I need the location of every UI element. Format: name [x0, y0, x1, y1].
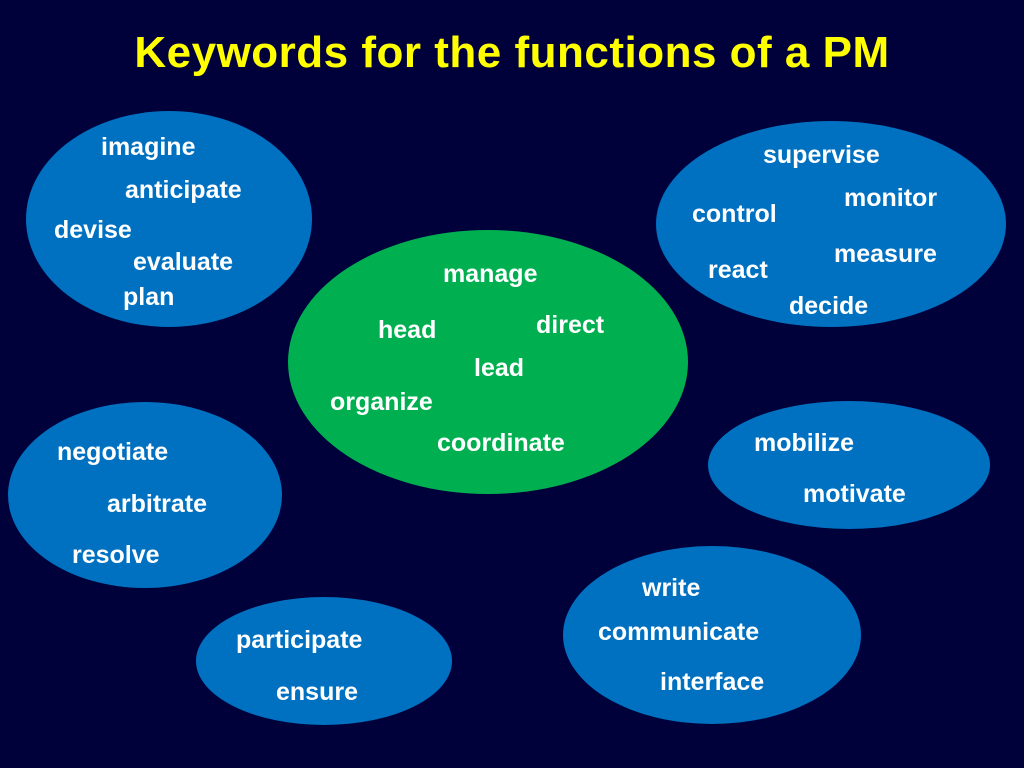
keyword-react: react — [708, 256, 768, 284]
planning-ellipse — [26, 111, 312, 327]
keyword-devise: devise — [54, 216, 132, 244]
keyword-ensure: ensure — [276, 678, 358, 706]
participation-ellipse — [196, 597, 452, 725]
keyword-decide: decide — [789, 292, 869, 320]
keyword-write: write — [642, 574, 701, 602]
keyword-anticipate: anticipate — [125, 176, 242, 204]
keyword-communicate: communicate — [598, 618, 760, 646]
keyword-measure: measure — [834, 240, 937, 268]
keyword-negotiate: negotiate — [57, 438, 169, 466]
keyword-motivate: motivate — [803, 480, 906, 508]
slide-title: Keywords for the functions of a PM — [134, 28, 890, 77]
negotiation-ellipse — [8, 402, 282, 588]
keyword-participate: participate — [236, 626, 363, 654]
keyword-evaluate: evaluate — [133, 248, 234, 276]
keyword-manage: manage — [443, 260, 538, 288]
keyword-organize: organize — [330, 388, 433, 416]
keyword-plan: plan — [123, 283, 175, 311]
keyword-supervise: supervise — [763, 141, 880, 169]
keyword-head: head — [378, 316, 437, 344]
keyword-coordinate: coordinate — [437, 429, 565, 457]
keyword-monitor: monitor — [844, 184, 938, 212]
supervision-ellipse — [656, 121, 1006, 327]
keyword-arbitrate: arbitrate — [107, 490, 208, 518]
keyword-control: control — [692, 200, 777, 228]
keyword-direct: direct — [536, 311, 605, 339]
keyword-imagine: imagine — [101, 133, 196, 161]
keyword-resolve: resolve — [72, 541, 160, 569]
communication-ellipse — [563, 546, 861, 724]
keyword-lead: lead — [474, 354, 525, 382]
keyword-interface: interface — [660, 668, 765, 696]
keyword-mobilize: mobilize — [754, 429, 855, 457]
mobilization-ellipse — [708, 401, 990, 529]
management-ellipse — [288, 230, 688, 494]
